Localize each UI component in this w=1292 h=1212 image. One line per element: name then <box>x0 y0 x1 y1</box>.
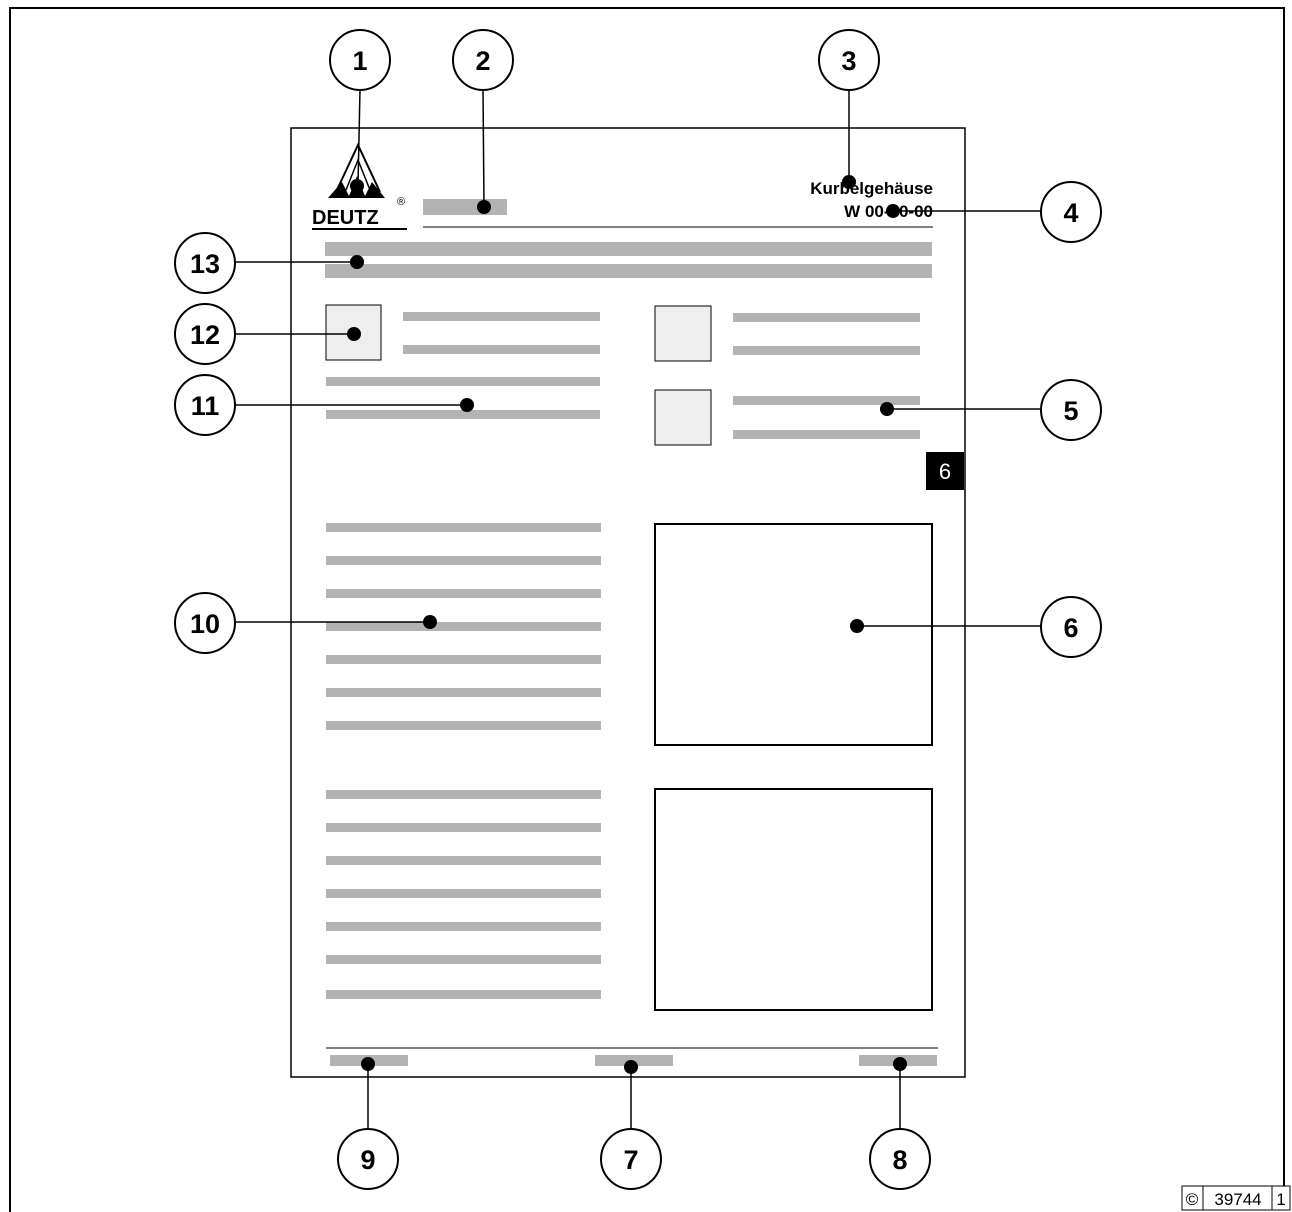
callout-12: 12 <box>174 303 236 365</box>
callout-7: 7 <box>600 1128 662 1190</box>
text-line <box>733 313 920 322</box>
symbol-box <box>654 305 712 362</box>
callout-label: 9 <box>360 1145 375 1175</box>
text-line <box>326 990 601 999</box>
reference-number: 39744 <box>1214 1190 1261 1209</box>
footer-center-placeholder <box>595 1055 673 1066</box>
callout-10: 10 <box>174 592 236 654</box>
text-line <box>326 523 601 532</box>
text-line <box>326 922 601 931</box>
callout-13: 13 <box>174 232 236 294</box>
callout-5: 5 <box>1040 379 1102 441</box>
outer-frame <box>9 7 1285 1212</box>
leader-lines <box>236 89 1041 1129</box>
text-block <box>326 523 601 730</box>
document-title: Kurbelgehäuse <box>810 179 933 198</box>
reference-box: © 39744 1 <box>1181 1185 1291 1211</box>
callout-label: 3 <box>841 46 856 76</box>
text-line <box>326 410 600 419</box>
figure-box <box>654 523 933 746</box>
text-line <box>326 889 601 898</box>
text-line <box>733 396 920 405</box>
callout-8: 8 <box>869 1128 931 1190</box>
figure-box <box>654 788 933 1011</box>
callout-label: 13 <box>190 249 220 279</box>
text-line <box>733 346 920 355</box>
text-line <box>326 589 601 598</box>
callout-4: 4 <box>1040 181 1102 243</box>
callout-3: 3 <box>818 29 880 91</box>
text-line <box>403 345 600 354</box>
callout-label: 10 <box>190 609 220 639</box>
callout-label: 2 <box>475 46 490 76</box>
leader-dots <box>347 175 907 1074</box>
text-line <box>403 312 600 321</box>
text-line <box>733 430 920 439</box>
text-line <box>326 721 601 730</box>
copyright-icon: © <box>1186 1190 1199 1209</box>
text-line <box>326 955 601 964</box>
callout-11: 11 <box>174 374 236 436</box>
callout-1: 1 <box>329 29 391 91</box>
text-line <box>326 377 600 386</box>
callout-label: 8 <box>892 1145 907 1175</box>
chapter-tab-label: 6 <box>939 459 951 484</box>
text-line <box>326 856 601 865</box>
callout-9: 9 <box>337 1128 399 1190</box>
logo-antenna-icon <box>335 142 381 193</box>
callout-label: 6 <box>1063 613 1078 643</box>
logo-text: DEUTZ <box>312 207 379 229</box>
chapter-tab <box>926 452 964 490</box>
symbol-box <box>654 389 712 446</box>
callout-6: 6 <box>1040 596 1102 658</box>
callout-label: 1 <box>352 46 367 76</box>
callout-label: 4 <box>1063 198 1078 228</box>
text-line <box>326 622 601 631</box>
headline-bar <box>325 242 932 256</box>
callout-label: 12 <box>190 320 220 350</box>
text-line <box>326 823 601 832</box>
text-line <box>326 556 601 565</box>
reference-sheet: 1 <box>1276 1190 1285 1209</box>
callout-2: 2 <box>452 29 514 91</box>
callout-label: 5 <box>1063 396 1078 426</box>
callout-label: 11 <box>191 391 220 421</box>
headline-bar <box>325 264 932 278</box>
text-line <box>326 688 601 697</box>
text-block <box>326 790 601 999</box>
text-line <box>326 790 601 799</box>
text-line <box>326 655 601 664</box>
callout-label: 7 <box>623 1145 638 1175</box>
header-label-placeholder <box>423 199 507 215</box>
registered-mark: ® <box>397 196 405 208</box>
